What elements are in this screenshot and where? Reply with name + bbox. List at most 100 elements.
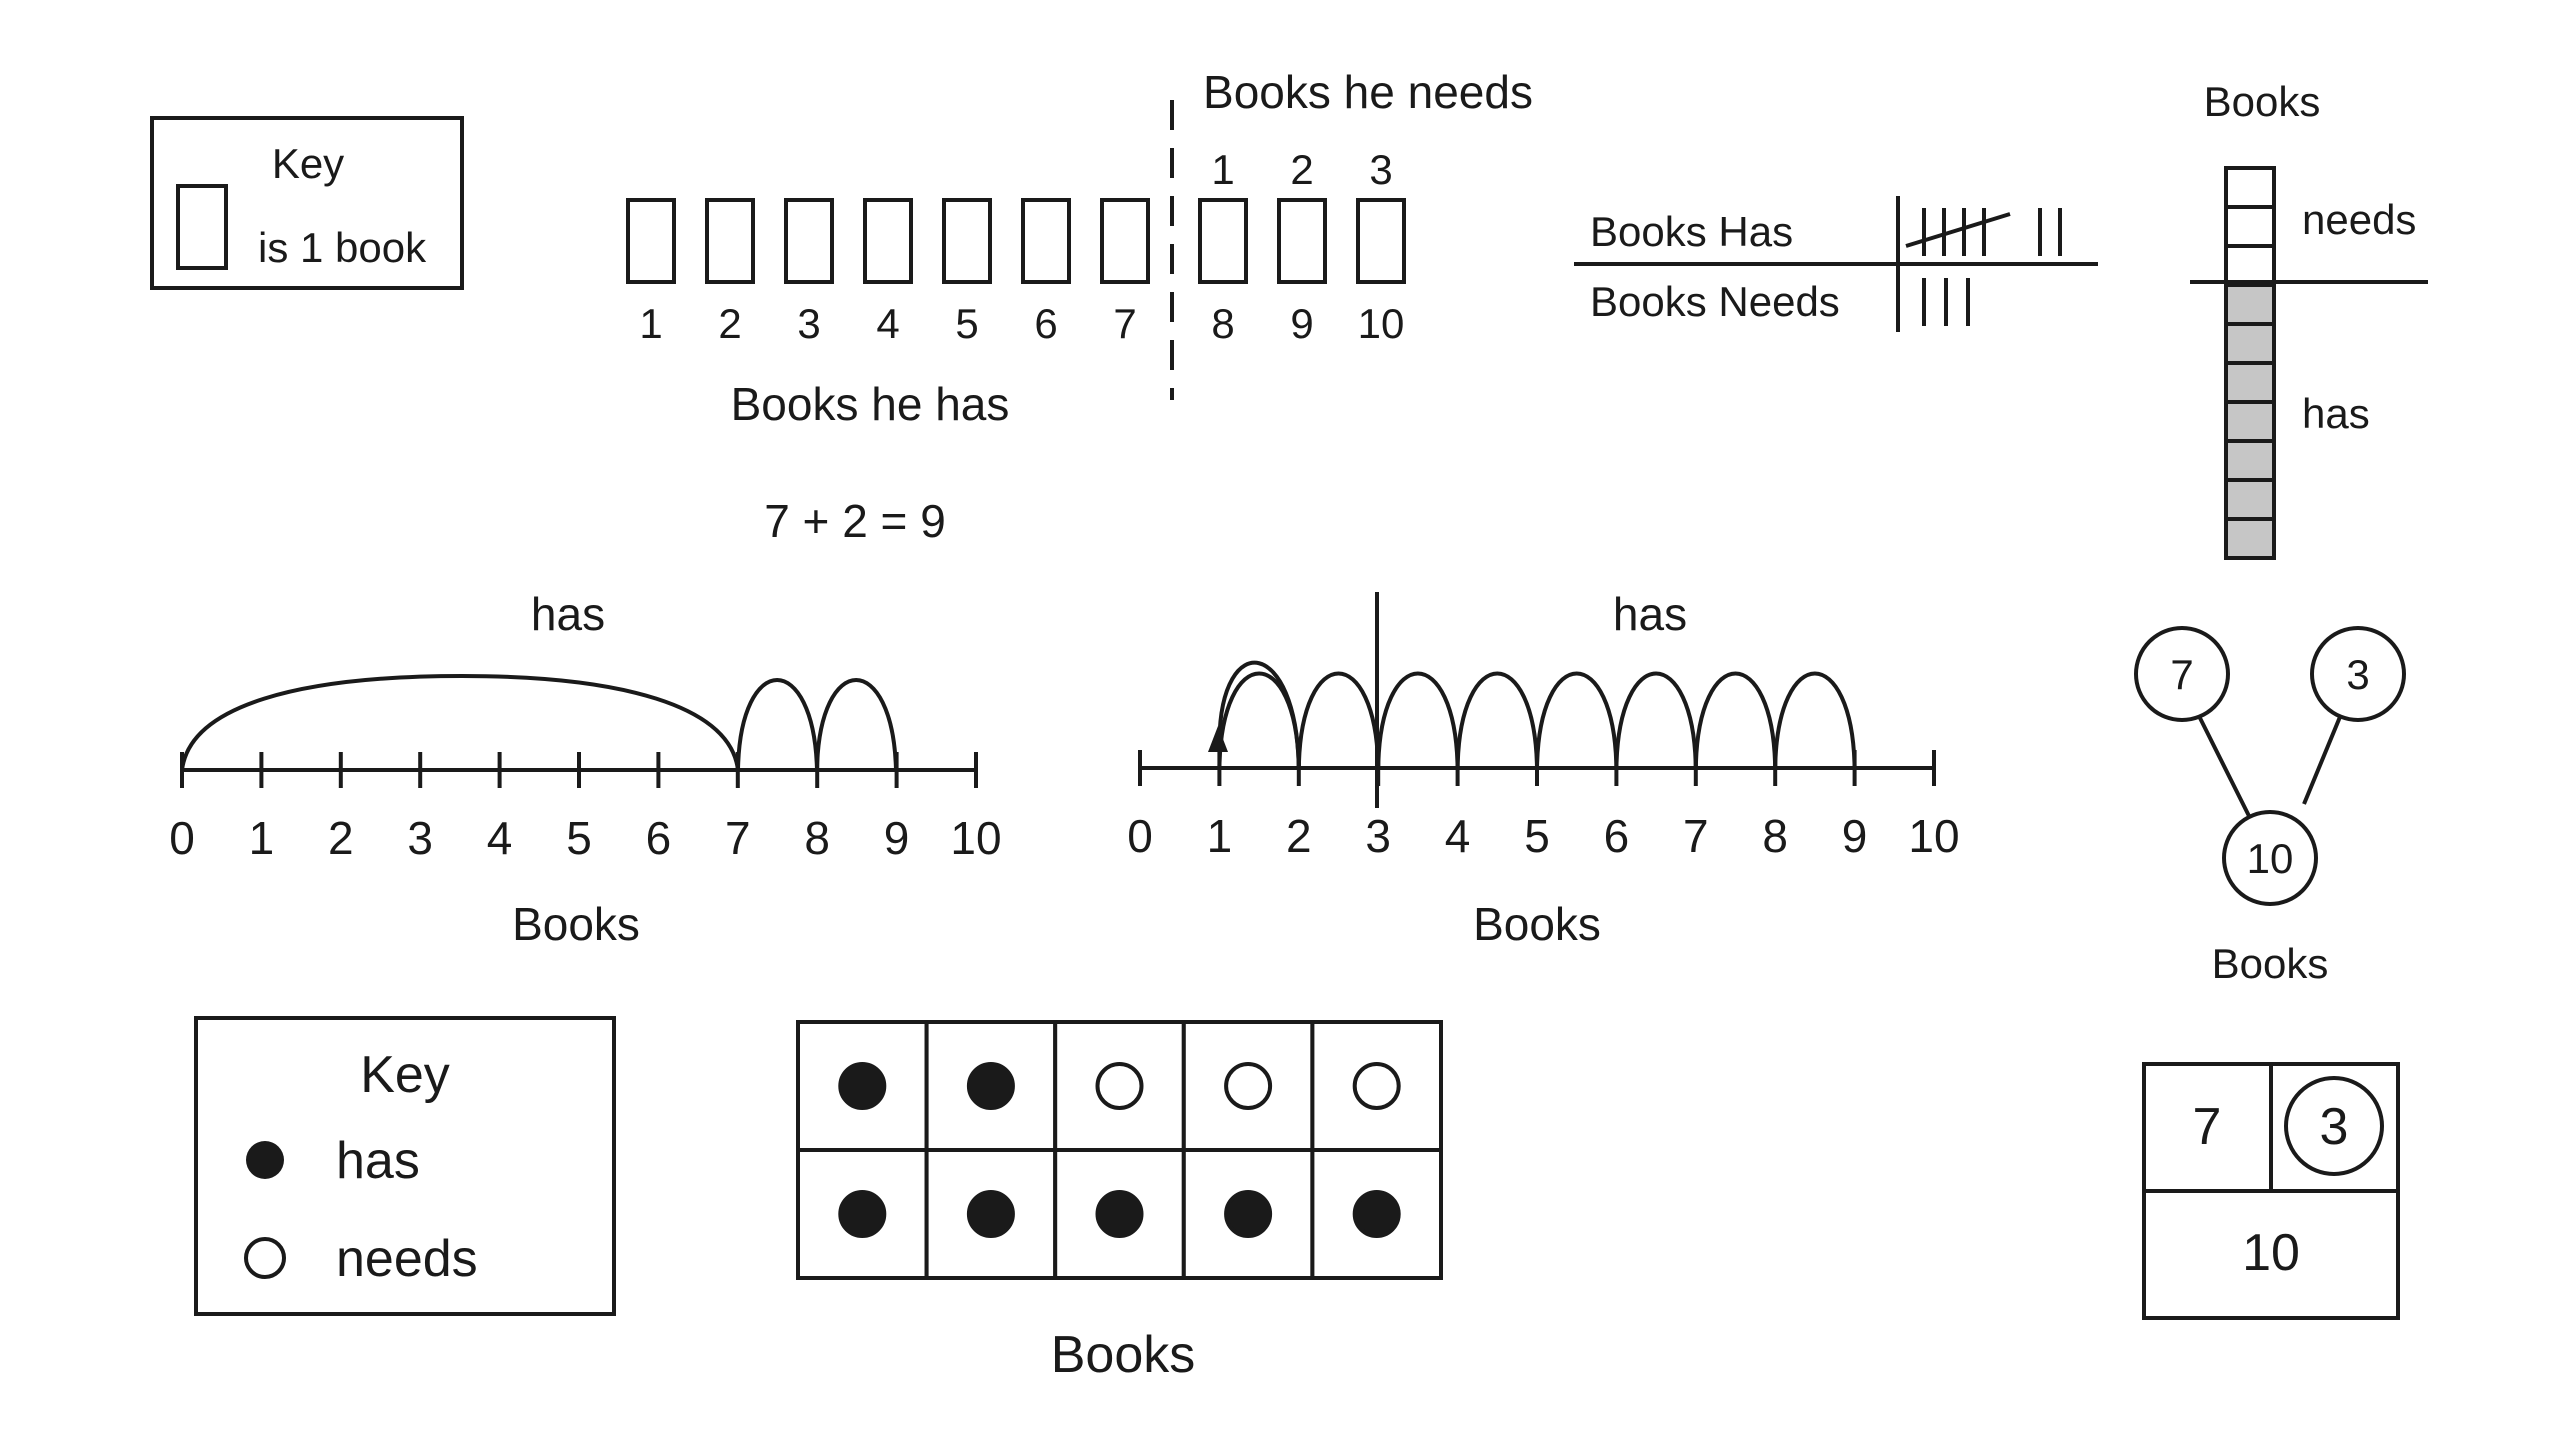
- bond-part2-circle: [2310, 626, 2406, 722]
- numberline1-jump-2: [815, 678, 898, 771]
- book-rect: [784, 198, 834, 284]
- tally-table: Books Has Books Needs: [1574, 196, 2098, 332]
- jump-arc: [1455, 671, 1539, 769]
- tick-label: 10: [1908, 810, 1959, 862]
- tick-label: 1: [1207, 810, 1233, 862]
- jump-arc: [1217, 671, 1301, 769]
- tick-label: 4: [487, 812, 513, 864]
- numberline1-arc-label: has: [531, 588, 605, 640]
- jump-arc: [1773, 671, 1857, 769]
- needs-dot: [1095, 1062, 1144, 1110]
- book-number: 6: [1034, 300, 1057, 347]
- jump-arc: [1614, 671, 1698, 769]
- tick-label: 4: [1445, 810, 1471, 862]
- book-rect: [1356, 198, 1406, 284]
- numberline2-axis-label: Books: [1473, 898, 1601, 950]
- bar-needs-cell: [2224, 205, 2276, 248]
- part-whole-part2: 3: [2320, 1098, 2349, 1156]
- book-rect: [1277, 198, 1327, 284]
- tick-label: 3: [1365, 810, 1391, 862]
- bond-whole-circle: [2222, 810, 2318, 906]
- book-rectangles: [626, 198, 1406, 284]
- numberline1-axis-label: Books: [512, 898, 640, 950]
- tick-label: 9: [1842, 810, 1868, 862]
- dot-key-needs-label: needs: [336, 1230, 478, 1288]
- tick-label: 9: [884, 812, 910, 864]
- has-dot: [838, 1190, 887, 1238]
- numberline2-arrowhead: [1208, 726, 1228, 752]
- jump-arc: [1296, 671, 1381, 769]
- bar-has-cell: [2224, 478, 2276, 521]
- ten-frame: Books: [796, 1020, 1444, 1384]
- bar-needs-label: needs: [2302, 196, 2416, 243]
- bond-label: Books: [2212, 940, 2329, 987]
- numberline2-arc-label: has: [1613, 588, 1687, 640]
- bar-needs-cell: [2224, 244, 2276, 287]
- numberline2-jumps: [1217, 660, 1857, 769]
- book-number: 4: [876, 300, 899, 347]
- book-rect: [626, 198, 676, 284]
- bar-model: Books needs has: [2190, 78, 2428, 560]
- dot-key-title: Key: [360, 1046, 450, 1104]
- bond-line-2: [2302, 711, 2344, 805]
- book-rect: [1198, 198, 1248, 284]
- needs-number: 3: [1369, 146, 1392, 193]
- needs-number: 1: [1211, 146, 1234, 193]
- bar-title: Books: [2204, 78, 2321, 125]
- bar-needs-cell: [2224, 166, 2276, 209]
- has-dot: [1095, 1190, 1144, 1238]
- bar-has-cell: [2224, 439, 2276, 482]
- dot-key-filled-dot: [246, 1141, 284, 1179]
- equation: 7 + 2 = 9: [764, 495, 946, 547]
- part-whole-whole: 10: [2242, 1224, 2300, 1282]
- tick-label: 5: [1524, 810, 1550, 862]
- tick-label: 10: [950, 812, 1001, 864]
- numberline1-big-jump: [180, 673, 740, 771]
- book-rect: [705, 198, 755, 284]
- tick-label: 2: [1286, 810, 1312, 862]
- tick-label: 8: [804, 812, 830, 864]
- book-number: 5: [955, 300, 978, 347]
- books-needs-label: Books he needs: [1203, 66, 1533, 118]
- has-dot: [838, 1062, 887, 1110]
- bar-has-cell: [2224, 400, 2276, 443]
- tick-label: 6: [646, 812, 672, 864]
- tally-marks-needs: [1922, 278, 1970, 326]
- dot-key: Key has needs: [194, 1016, 616, 1316]
- tally-row2-label: Books Needs: [1590, 278, 1840, 325]
- has-dot: [1352, 1190, 1401, 1238]
- tick-label: 8: [1762, 810, 1788, 862]
- book-rect: [942, 198, 992, 284]
- tick-label: 3: [407, 812, 433, 864]
- ten-frame-label: Books: [1051, 1326, 1196, 1384]
- book-number: 3: [797, 300, 820, 347]
- book-number: 1: [639, 300, 662, 347]
- book-key-title: Key: [272, 140, 344, 187]
- bond-line-1: [2198, 717, 2256, 827]
- book-number: 9: [1290, 300, 1313, 347]
- book-key: Key is 1 book: [150, 116, 464, 290]
- has-dot: [1224, 1190, 1273, 1238]
- bar-has-cell: [2224, 322, 2276, 365]
- tick-label: 7: [1683, 810, 1709, 862]
- bar-has-cell: [2224, 283, 2276, 326]
- bar-has-cell: [2224, 517, 2276, 560]
- book-number: 10: [1358, 300, 1405, 347]
- book-rect: [1021, 198, 1071, 284]
- tick-label: 5: [566, 812, 592, 864]
- ten-frame-grid: [796, 1020, 1444, 1280]
- jump-arc: [1535, 671, 1619, 769]
- has-dot: [966, 1190, 1015, 1238]
- tally-marks-has: [1905, 208, 2062, 256]
- book-number: 8: [1211, 300, 1234, 347]
- book-rect: [863, 198, 913, 284]
- book-number: 2: [718, 300, 741, 347]
- bond-part1: 7: [2170, 651, 2193, 698]
- bond-whole: 10: [2247, 835, 2294, 882]
